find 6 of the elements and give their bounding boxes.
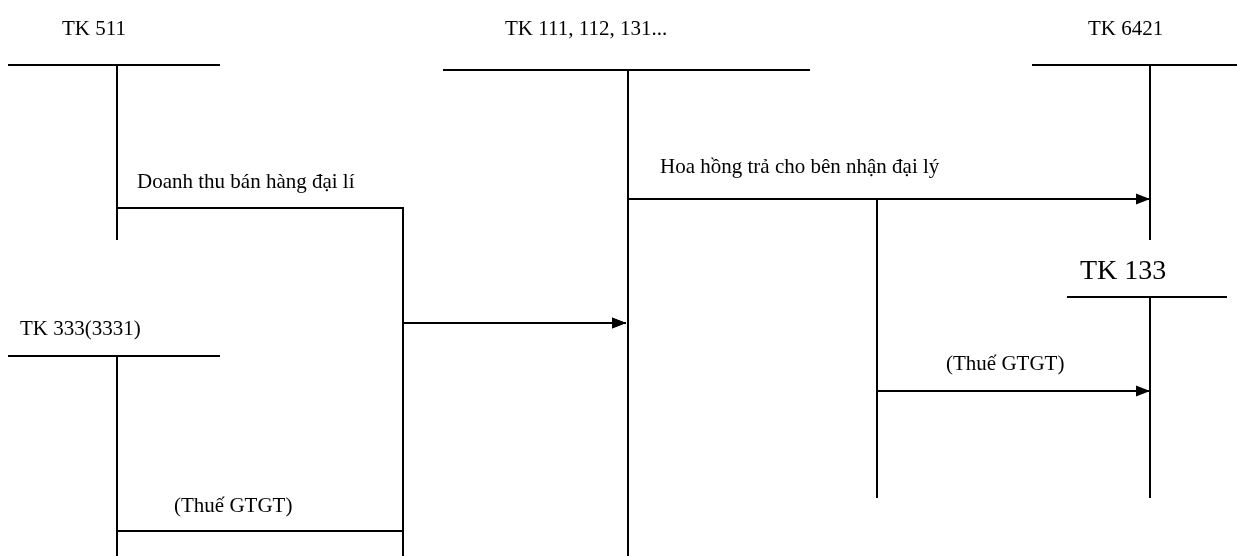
account-title: TK 133	[1080, 253, 1167, 287]
account-title: TK 333(3331)	[20, 315, 141, 342]
arrow	[116, 317, 627, 556]
account-title: TK 6421	[1088, 15, 1164, 42]
account-title: TK 111, 112, 131...	[505, 15, 668, 42]
account-title: TK 511	[62, 15, 126, 42]
